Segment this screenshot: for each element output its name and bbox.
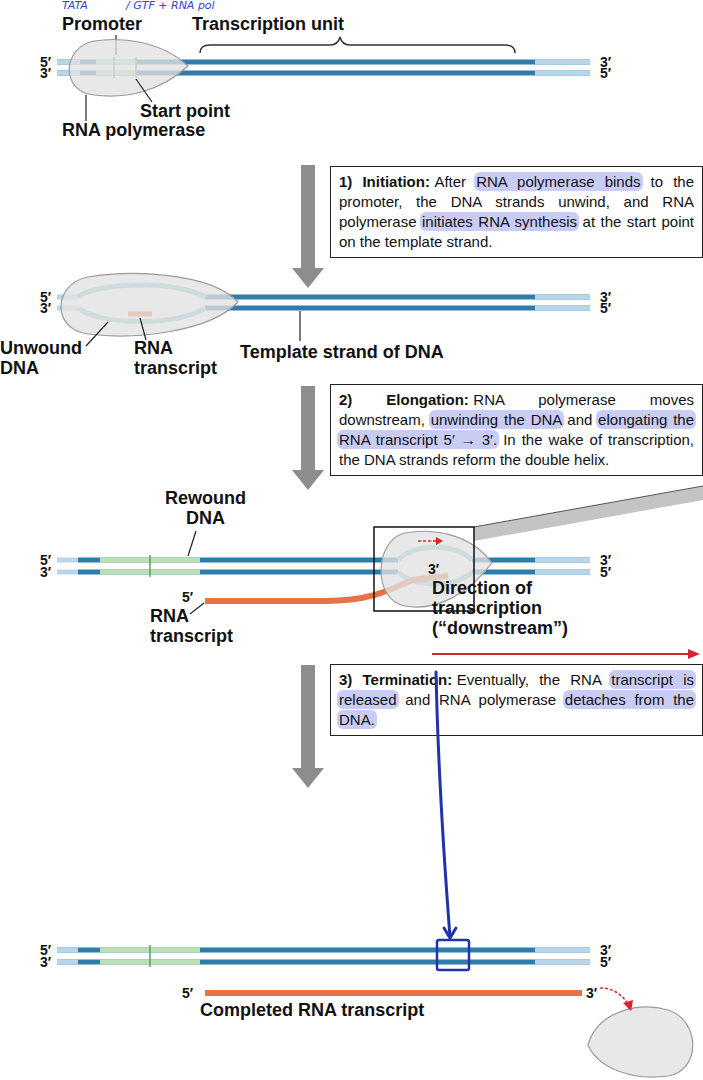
step-text: 2) Elongation:RNA polymerase moves downs… (339, 390, 694, 470)
step-heading: 3) Termination: (339, 671, 452, 688)
hand-note: / GTF + RNA pol (126, 0, 215, 12)
step-box: 2) Elongation:RNA polymerase moves downs… (330, 384, 703, 476)
dna-end (535, 948, 590, 953)
leader-line (299, 311, 300, 341)
direction-label: Direction of transcription (“downstream”… (432, 578, 597, 638)
callout-label: Template strand of DNA (240, 342, 444, 362)
leader-line (85, 95, 86, 121)
rna-polymerase (588, 1007, 693, 1077)
dna-end (57, 570, 78, 575)
step-text: 3) Termination:Eventually, the RNA trans… (339, 670, 694, 730)
step-heading: 1) Initiation: (339, 173, 430, 190)
dna-end (535, 306, 590, 311)
dna-end (535, 570, 590, 575)
direction-arrow (432, 653, 690, 655)
step-heading: 2) Elongation: (339, 391, 469, 408)
ink-arrowhead (444, 928, 456, 938)
dna-strand (57, 948, 590, 953)
dna-end (535, 71, 590, 76)
leader-line (190, 603, 204, 614)
strand-end: 3′ (40, 955, 51, 969)
dna-strand (205, 306, 590, 311)
zoom-line (474, 486, 703, 527)
motion-arrow (418, 540, 436, 542)
callout-label: Unwound DNA (0, 338, 95, 378)
leader-line (140, 318, 146, 340)
rna-transcript (205, 990, 582, 996)
strand-end: 5′ (182, 986, 193, 1000)
dna-end (57, 960, 78, 965)
step-arrow (292, 386, 324, 490)
step-box: 3) Termination:Eventually, the RNA trans… (330, 664, 703, 736)
strand-end: 3′ (40, 565, 51, 579)
callout-label: Rewound DNA (148, 488, 263, 528)
dna-end (535, 60, 590, 65)
dna-end (535, 960, 590, 965)
leader-line (86, 322, 108, 346)
callout-label: RNA transcript (150, 606, 250, 646)
step-text: 1) Initiation:After RNA polymerase binds… (339, 172, 694, 252)
callout-label: Completed RNA transcript (200, 1000, 424, 1020)
leader-line (188, 531, 196, 556)
step-box: 1) Initiation:After RNA polymerase binds… (330, 166, 703, 258)
strand-end: 3′ (428, 562, 439, 576)
strand-end: 3′ (586, 986, 597, 1000)
step-arrow (292, 665, 324, 788)
strand-end: 5′ (600, 66, 611, 80)
direction-arrowhead (688, 649, 700, 659)
strand-end: 3′ (40, 66, 51, 80)
dna-end (535, 295, 590, 300)
region-label: Promoter (62, 14, 142, 34)
callout-label: RNA polymerase (62, 120, 205, 140)
callout-label: Start point (140, 101, 230, 121)
release-arrow (600, 988, 628, 1004)
dna-strand (472, 570, 590, 575)
dna-end (535, 558, 590, 563)
strand-end: 5′ (182, 590, 193, 604)
strand-end: 5′ (600, 955, 611, 969)
dna-end (57, 558, 78, 563)
zoom-wedge (474, 486, 703, 541)
leader-line (136, 79, 152, 102)
promoter-divider (149, 555, 151, 577)
strand-end: 5′ (600, 565, 611, 579)
strand-end: 5′ (600, 301, 611, 315)
strand-end: 3′ (40, 301, 51, 315)
dna-strand (78, 558, 398, 563)
hand-note: TATA (62, 0, 88, 12)
unit-bracket (200, 37, 515, 53)
rna-polymerase (69, 40, 188, 97)
release-arrowhead (623, 1000, 633, 1011)
dna-end (57, 948, 78, 953)
dna-strand (205, 295, 590, 300)
promoter-divider (149, 945, 151, 967)
callout-label: RNA transcript (134, 338, 230, 378)
dna-strand (78, 570, 398, 575)
motion-arrowhead (436, 537, 443, 545)
step-arrow (292, 165, 324, 288)
ink-box (437, 940, 469, 970)
region-label: Transcription unit (192, 14, 344, 34)
dna-strand (57, 960, 590, 965)
rna-polymerase (61, 274, 238, 336)
